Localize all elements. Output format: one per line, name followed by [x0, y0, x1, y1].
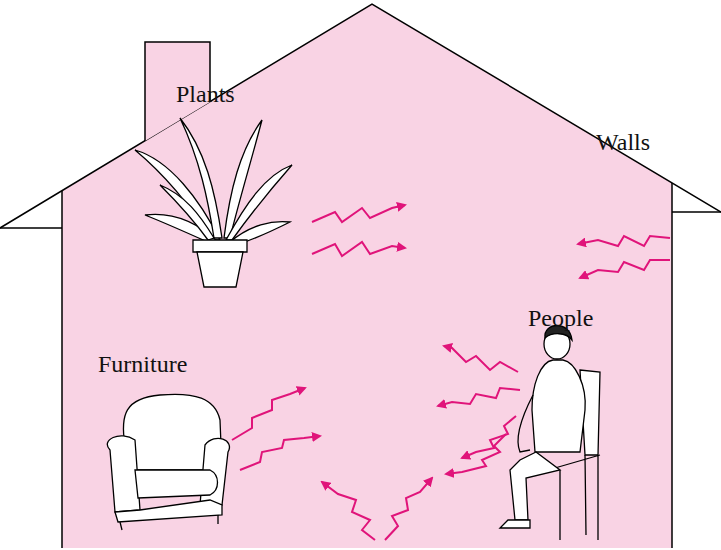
radiation-arrows: [232, 205, 670, 540]
plant-drawing: [135, 118, 292, 287]
house-walls: [0, 183, 721, 548]
object-label: People: [528, 306, 593, 330]
house-fill: [62, 4, 672, 548]
armchair-drawing: [107, 394, 229, 530]
object-label: Furniture: [98, 352, 187, 376]
house-roof: [0, 4, 721, 228]
person-drawing: [500, 326, 600, 541]
object-label: Plants: [176, 82, 235, 106]
object-label: Walls: [596, 130, 650, 154]
